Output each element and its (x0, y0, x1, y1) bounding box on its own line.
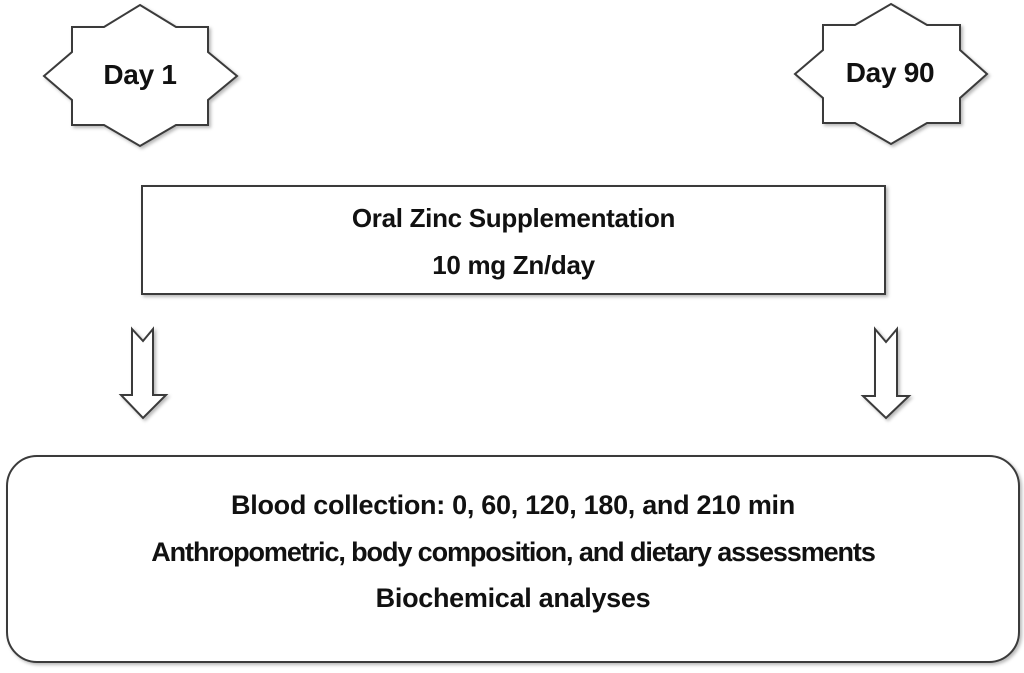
right-down-arrow-icon (860, 326, 912, 420)
intervention-dose: 10 mg Zn/day (432, 250, 595, 280)
day-90-star-shape (793, 2, 989, 146)
assessment-biochemical: Biochemical analyses (375, 583, 651, 613)
assessment-blood-collection: Blood collection: 0, 60, 120, 180, and 2… (231, 490, 795, 520)
day-1-star-shape (42, 3, 239, 148)
intervention-box (141, 185, 886, 295)
left-down-arrow-icon (118, 326, 169, 420)
intervention-title: Oral Zinc Supplementation (351, 203, 676, 233)
assessments-box (6, 455, 1020, 663)
day-90-label: Day 90 (845, 57, 935, 88)
day-1-label: Day 1 (103, 59, 177, 90)
assessment-anthropometric: Anthropometric, body composition, and di… (151, 537, 876, 567)
